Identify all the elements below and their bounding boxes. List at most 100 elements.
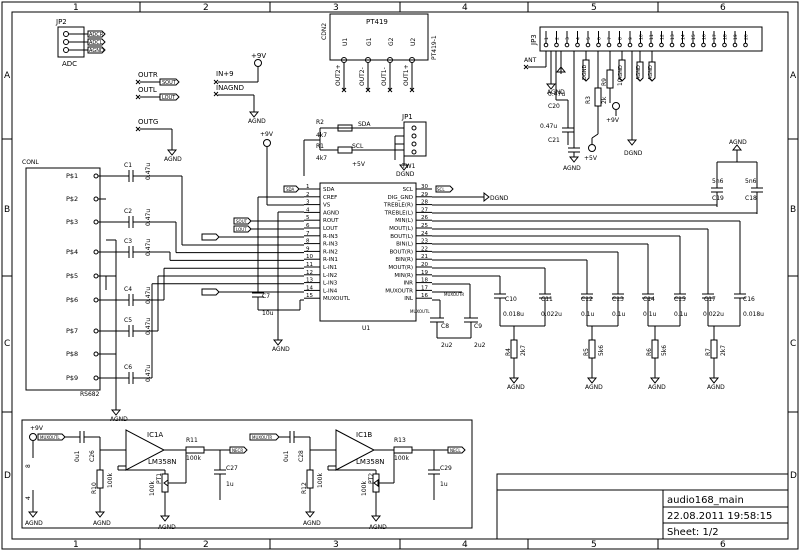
u1-pin-number: 24 bbox=[421, 231, 428, 237]
cap-ref: C4 bbox=[124, 286, 132, 293]
r7-ref: R7 bbox=[705, 348, 712, 356]
jp3-pin-pad bbox=[564, 42, 570, 48]
u1-pin-name: MIN(L) bbox=[395, 218, 413, 224]
u1-pin-number: 18 bbox=[421, 278, 428, 284]
c15-value: 0.1u bbox=[674, 311, 688, 318]
jp3-pin-pad bbox=[659, 42, 664, 48]
u1-pin-number: 20 bbox=[421, 262, 428, 268]
u1-pin-number: 11 bbox=[306, 262, 313, 268]
c27-ref: C27 bbox=[226, 465, 238, 472]
c20-ref: C20 bbox=[548, 103, 560, 110]
u1-pin-name: CREF bbox=[323, 195, 337, 201]
pin-num: 4 bbox=[25, 496, 32, 500]
conl-pin-pad bbox=[93, 351, 99, 357]
jp2-ref: JP2 bbox=[55, 18, 67, 26]
c14-value: 0.1u bbox=[643, 311, 657, 318]
r7-value: 2k7 bbox=[720, 345, 727, 356]
dgnd-label: DGND bbox=[490, 195, 509, 202]
muxoutr-tag: MUXOUTR bbox=[252, 435, 272, 440]
title-sheet: Sheet: 1/2 bbox=[667, 527, 719, 538]
cdn2-pin: G1 bbox=[366, 37, 373, 46]
u1-pin-name: MUXOUTL bbox=[323, 296, 351, 302]
u1-pin-number: 8 bbox=[306, 239, 310, 245]
r5-ref: R5 bbox=[583, 348, 590, 356]
ic1a-value: LM358N bbox=[148, 458, 177, 466]
cdn2-pin: U1 bbox=[342, 38, 349, 46]
jp1-ref: JP1 bbox=[401, 113, 413, 121]
cap-value: 0.47u bbox=[145, 239, 152, 256]
col-label: 6 bbox=[720, 540, 726, 550]
u1-pin-name: L-IN4 bbox=[323, 288, 338, 294]
jp3-pin-number: 17 bbox=[712, 34, 718, 40]
c19-value: 5n6 bbox=[712, 178, 724, 185]
r9-value: 10 bbox=[617, 78, 624, 86]
jp3-pin-pad bbox=[554, 42, 559, 48]
jp3-pin-pad bbox=[680, 42, 685, 48]
col-label: 2 bbox=[203, 3, 209, 13]
u1-pin-number: 7 bbox=[306, 231, 310, 237]
outg-label: OUTG bbox=[138, 118, 158, 126]
u1-pin-name: DIG_GND bbox=[388, 195, 413, 201]
conl-pin-pad bbox=[93, 328, 99, 334]
row-label: D bbox=[4, 471, 11, 481]
cap-value: 0.47u bbox=[145, 318, 152, 335]
muxoutr-tag: MUXOUTR bbox=[444, 292, 464, 297]
jp3-pin-pad bbox=[722, 42, 727, 48]
dgnd-label: DGND bbox=[624, 150, 643, 157]
agnd-label: AGND bbox=[272, 346, 290, 353]
ic1-supply bbox=[27, 441, 39, 518]
u1-pin-name: R-IN3 bbox=[323, 234, 338, 240]
r13-value: 100k bbox=[394, 455, 409, 462]
muxoutl-tag: MUXOUTL bbox=[410, 309, 430, 314]
c26-value: 0u1 bbox=[74, 450, 81, 462]
agnd-label: AGND bbox=[729, 139, 747, 146]
conl-pin-pad bbox=[93, 173, 99, 179]
jp3-pin-number: 12 bbox=[660, 34, 666, 40]
jp2-value: ADC bbox=[62, 60, 77, 68]
r11-ref: R11 bbox=[186, 437, 198, 444]
jp3-pin-pad bbox=[701, 42, 706, 48]
inagnd-label: INAGND bbox=[216, 84, 244, 92]
r5-value: 5k6 bbox=[598, 345, 605, 356]
r13-ref: R13 bbox=[394, 437, 406, 444]
u1-pin-number: 28 bbox=[421, 200, 428, 206]
outl-label: OUTL bbox=[138, 86, 157, 94]
row-label: D bbox=[790, 471, 797, 481]
agnd-label: AGND bbox=[585, 384, 603, 391]
col-label: 3 bbox=[333, 3, 339, 13]
agnd-label: AGND bbox=[93, 520, 111, 527]
row-label: A bbox=[790, 71, 797, 81]
u1-pin-number: 30 bbox=[421, 184, 428, 190]
c28-value: 0u1 bbox=[283, 450, 290, 462]
cdn2-ref: CDN2 bbox=[321, 23, 328, 40]
c29-ref: C29 bbox=[440, 465, 452, 472]
u1-ref: U1 bbox=[362, 325, 370, 332]
col-label: 4 bbox=[462, 3, 468, 13]
c18-ref: C18 bbox=[745, 195, 757, 202]
u1-pin-number: 2 bbox=[306, 192, 310, 198]
jp3-pin-pad bbox=[575, 42, 580, 48]
conl-value: RS682 bbox=[80, 391, 100, 398]
p5v-label: +5V bbox=[584, 155, 598, 162]
frame-labels: 1 2 3 4 5 6 1 2 3 4 5 6 A B C D A B C D bbox=[4, 3, 797, 550]
u1-pin-name: BOUT(R) bbox=[389, 249, 413, 255]
jp3-pin-pad bbox=[596, 42, 601, 48]
conl-pin-label: P$3 bbox=[66, 218, 78, 226]
jp2-connector bbox=[57, 26, 106, 58]
cap-value: 0.47u bbox=[145, 163, 152, 180]
conl-pin-label: P$2 bbox=[66, 195, 78, 203]
u1-pin-name: R-IN1 bbox=[323, 257, 338, 263]
u1-pin-number: 10 bbox=[306, 254, 313, 260]
jp3-pin-number: 14 bbox=[681, 34, 687, 40]
jp3-pin-number: 19 bbox=[733, 34, 739, 40]
u1-pin-name: INL bbox=[404, 296, 414, 302]
ic1b-value: LM358N bbox=[356, 458, 385, 466]
pt1-ref: PT1 bbox=[156, 473, 163, 484]
agnd-label: AGND bbox=[303, 520, 321, 527]
col-label: 4 bbox=[462, 540, 468, 550]
c12-value: 0.1u bbox=[581, 311, 595, 318]
u1-pin-number: 22 bbox=[421, 246, 428, 252]
conl-pin-label: P$1 bbox=[66, 172, 78, 180]
ic1a-circuit bbox=[29, 429, 248, 522]
